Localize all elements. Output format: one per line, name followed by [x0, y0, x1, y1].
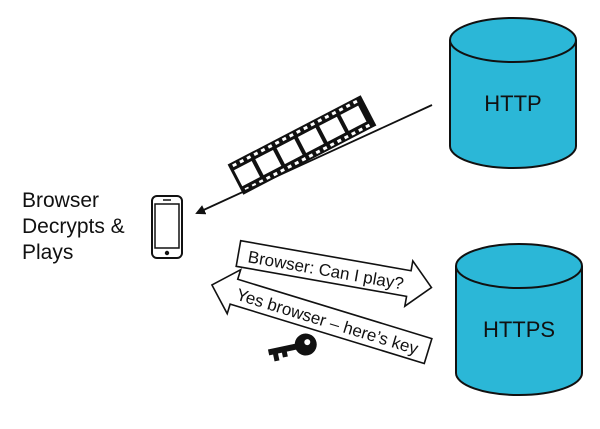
http-server-cylinder: HTTP — [449, 17, 577, 169]
http-server-label: HTTP — [484, 91, 541, 116]
browser-label: Browser Decrypts & Plays — [22, 188, 125, 266]
response-message: Yes browser – here’s key — [234, 285, 421, 359]
browser-label-line-1: Browser — [22, 189, 100, 212]
arrow-left-icon — [195, 104, 433, 215]
film-strip-icon — [227, 95, 377, 195]
https-server-label: HTTPS — [483, 317, 555, 342]
browser-label-line-2: Decrypts & — [22, 215, 125, 238]
https-server-cylinder: HTTPS — [455, 243, 583, 396]
browser-label-line-3: Plays — [22, 241, 74, 264]
smartphone-icon — [151, 195, 183, 259]
key-icon — [267, 333, 317, 362]
database-cylinder-icon — [455, 243, 583, 396]
database-cylinder-icon — [449, 17, 577, 169]
